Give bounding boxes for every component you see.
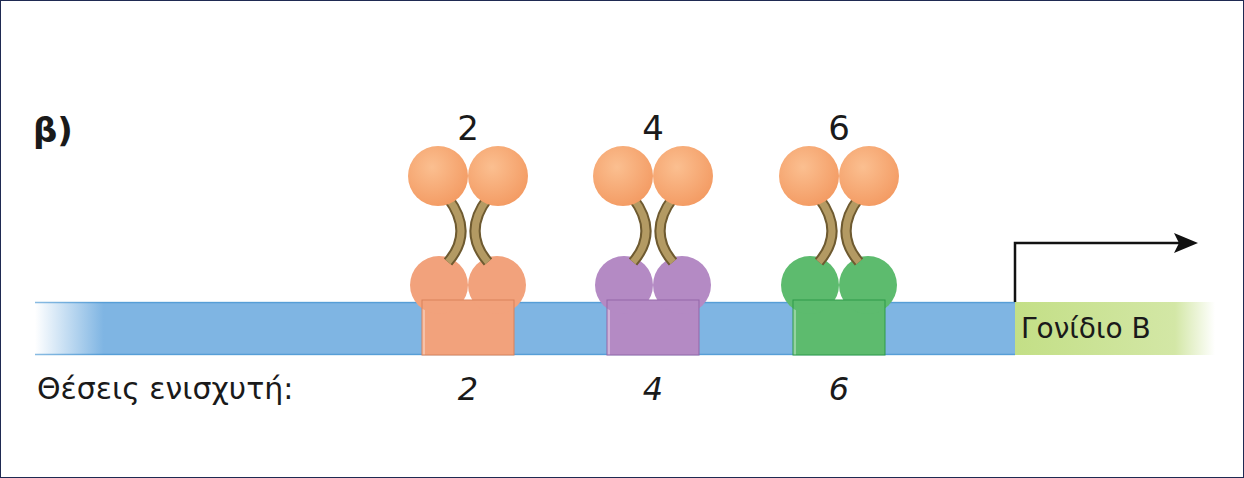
gene-box: Γονίδιο B [1015,302,1215,355]
activator-dimer [779,146,899,355]
panel-letter: β) [33,113,73,147]
site-number: 6 [829,373,849,405]
callout-number: 2 [457,111,479,145]
activator-dimer [593,146,713,355]
activator-dimer [408,146,528,355]
axis-caption: Θέσεις ενισχυτή: [37,374,293,404]
site-number: 2 [458,373,478,405]
site-number: 4 [643,373,663,405]
callout-number: 6 [828,111,850,145]
transcription-arrow [1015,243,1190,302]
gene-name: Γονίδιο B [1021,315,1151,343]
callout-number: 4 [642,111,664,145]
